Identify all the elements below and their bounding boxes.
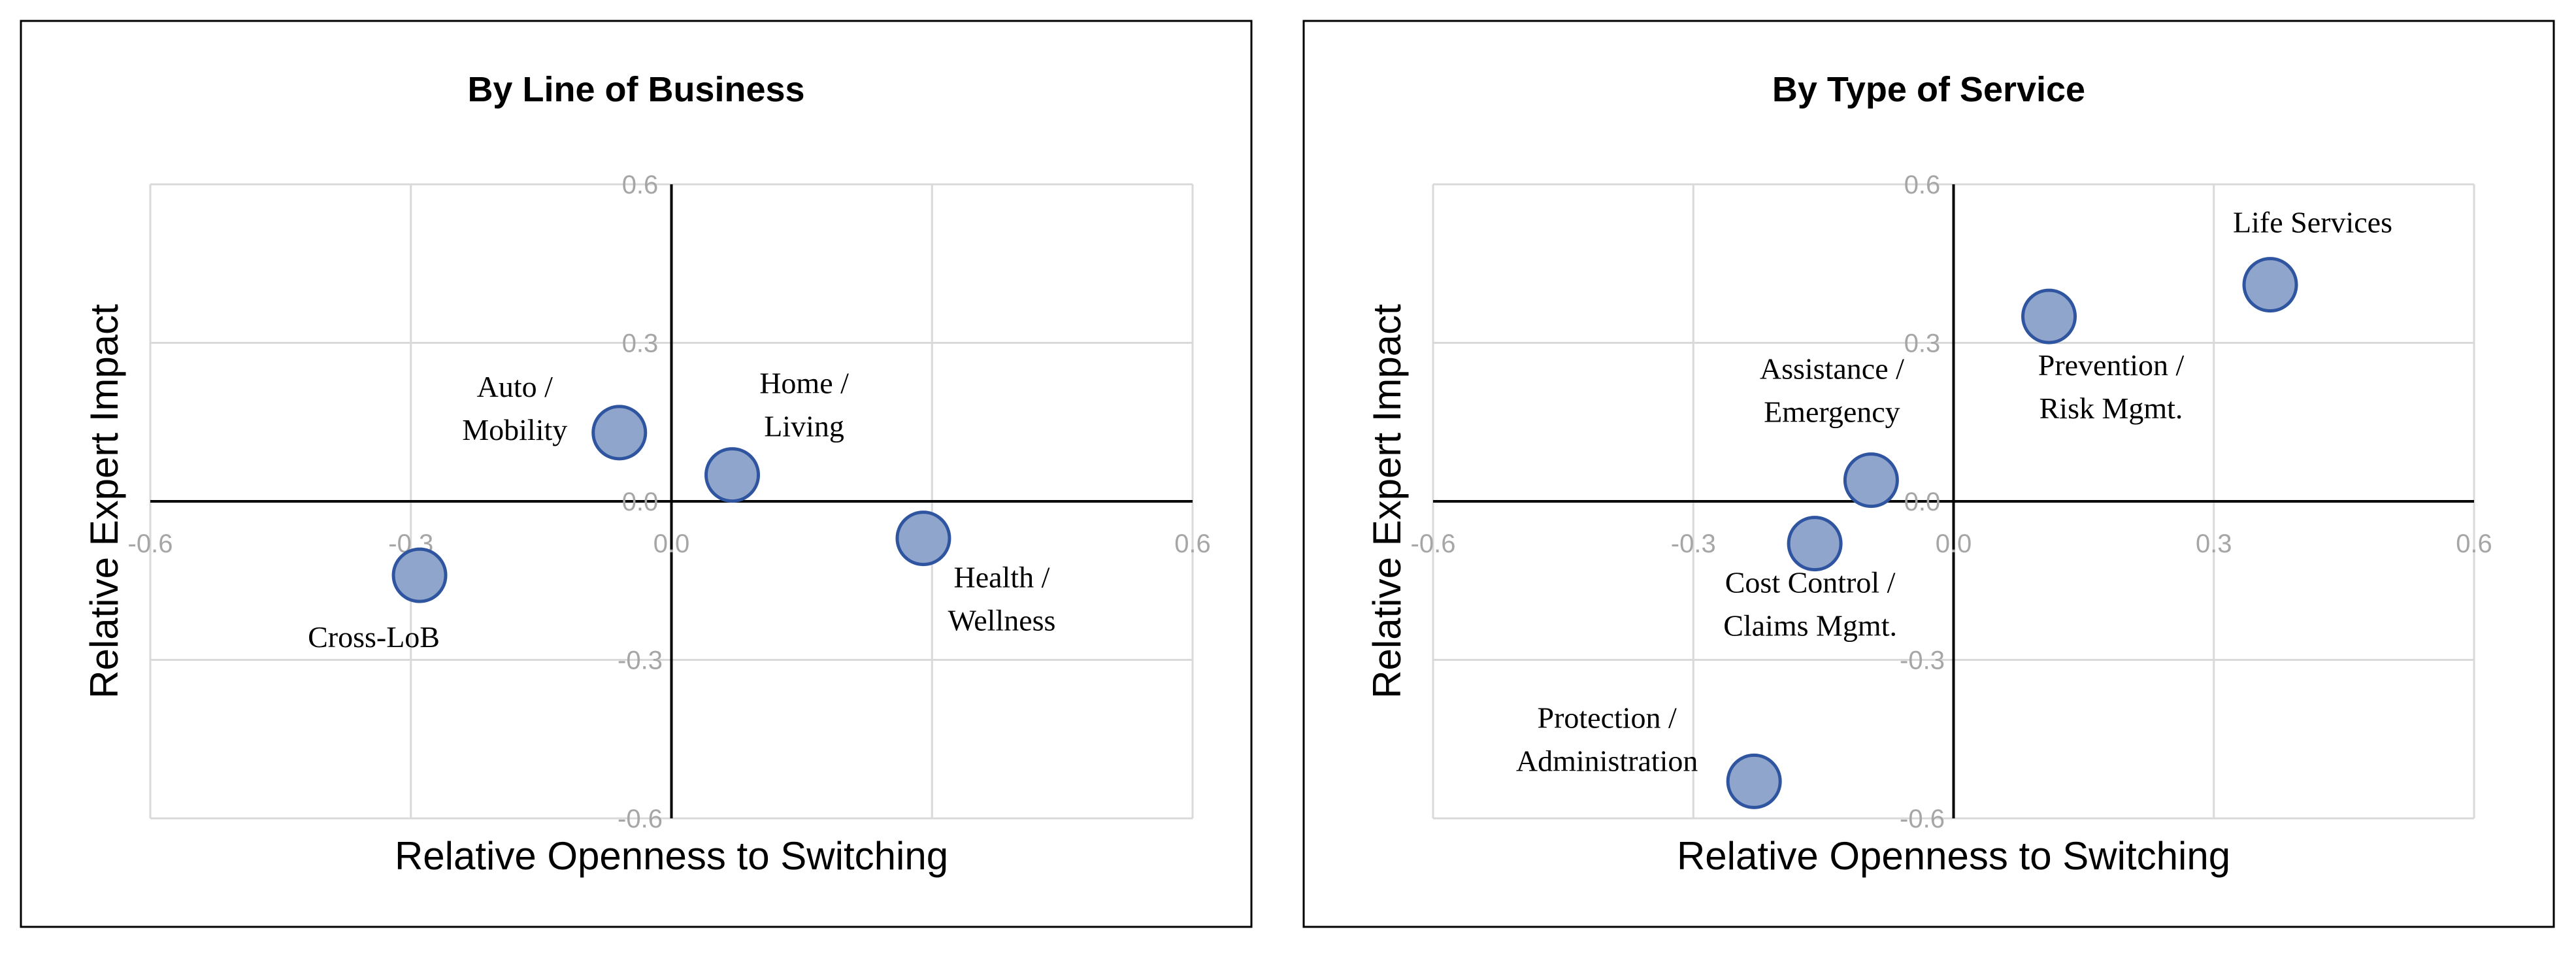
y-axis-title: Relative Expert Impact [1365, 304, 1409, 699]
data-point [1787, 516, 1843, 572]
x-tick-label: 0.0 [1936, 529, 1972, 558]
data-point-label: Health /Wellness [948, 561, 1055, 637]
x-axis-title: Relative Openness to Switching [1677, 834, 2230, 878]
y-tick-label: 0.0 [622, 488, 659, 516]
chart-panel-2: By Type of Service -0.6 -0.3 0.0 0.3 0.6 0.6 0.… [1302, 20, 2555, 928]
panel-frame [1302, 20, 2555, 928]
y-axis-title: Relative Expert Impact [82, 304, 126, 699]
x-tick-label: 0.6 [2456, 529, 2492, 558]
data-point-label: Home /Living [759, 367, 849, 443]
data-point-label: Life Services [2233, 206, 2392, 239]
chart-title: By Line of Business [467, 70, 804, 109]
x-tick-label: -0.3 [1671, 529, 1716, 558]
data-point [1843, 452, 1899, 509]
y-tick-label: 0.3 [622, 329, 659, 358]
data-point-label: Auto /Mobility [462, 370, 567, 446]
y-tick-label: 0.3 [1904, 329, 1941, 358]
x-tick-label: 0.0 [653, 529, 690, 558]
data-point [391, 547, 448, 603]
chart-title: By Type of Service [1772, 70, 2085, 109]
x-tick-label: 0.6 [1174, 529, 1211, 558]
x-tick-label: -0.6 [1411, 529, 1456, 558]
y-tick-label: 0.6 [1904, 171, 1941, 199]
data-point [591, 405, 648, 461]
x-tick-label: 0.3 [2196, 529, 2232, 558]
data-point-label: Protection /Administration [1516, 701, 1698, 777]
data-point-label: Assistance /Emergency [1760, 352, 1904, 429]
data-point-label: Cost Control /Claims Mgmt. [1723, 566, 1897, 643]
y-tick-label: 0.0 [1904, 488, 1941, 516]
y-tick-label: 0.6 [622, 171, 659, 199]
data-point [2242, 257, 2298, 313]
data-point [704, 447, 761, 503]
y-tick-label: -0.6 [618, 805, 663, 833]
panel-frame [20, 20, 1253, 928]
x-axis-title: Relative Openness to Switching [395, 834, 948, 878]
chart-panel-1: By Line of Business -0.6 -0.3 0.0 0.3 0.6 0.6 0… [20, 20, 1253, 928]
data-point [1726, 753, 1782, 809]
x-tick-label: -0.6 [128, 529, 173, 558]
data-point-label: Prevention /Risk Mgmt. [2038, 348, 2185, 425]
y-tick-label: -0.6 [1900, 805, 1945, 833]
data-point-label: Cross-LoB [308, 620, 440, 654]
data-point [895, 510, 951, 567]
data-point [2021, 288, 2077, 344]
y-tick-label: -0.3 [618, 646, 663, 675]
y-tick-label: -0.3 [1900, 646, 1945, 675]
